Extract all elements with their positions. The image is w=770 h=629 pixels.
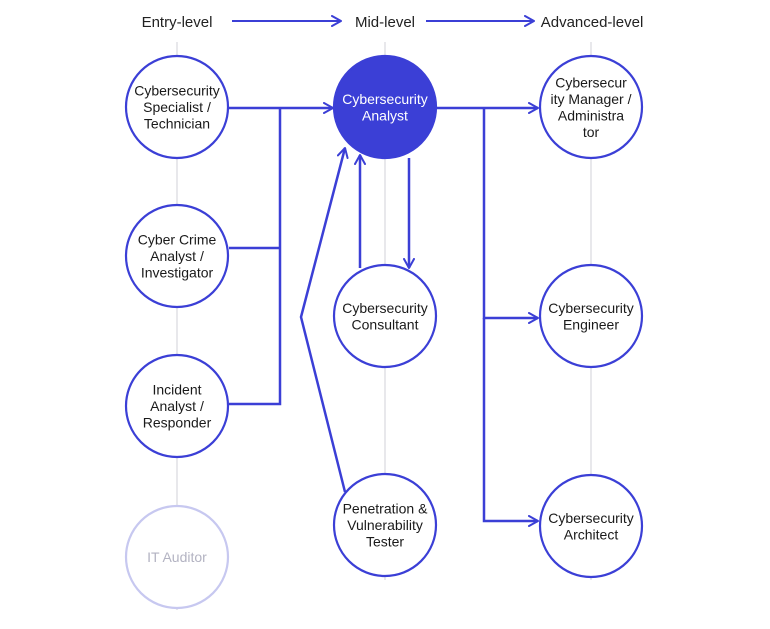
node-incident-label: Analyst / xyxy=(150,398,204,414)
node-engineer-label: Engineer xyxy=(563,316,619,332)
node-consultant-circle xyxy=(332,263,438,369)
level-headers: Entry-level Mid-level Advanced-level xyxy=(142,14,644,31)
header-entry-level: Entry-level xyxy=(142,14,213,31)
connector-pentester-to-analyst xyxy=(299,147,349,493)
node-incident-circle xyxy=(124,353,230,459)
node-auditor-circle xyxy=(124,504,230,610)
node-architect-label: Architect xyxy=(564,526,619,542)
node-crime-label: Investigator xyxy=(141,265,214,281)
node-specialist-circle xyxy=(124,54,230,160)
node-engineer-label: Cybersecurity xyxy=(548,300,634,316)
node-analyst-label: Analyst xyxy=(362,107,408,123)
node-architect-circle xyxy=(538,473,644,579)
node-specialist-label: Cybersecurity xyxy=(134,83,220,99)
node-crime-label: Cyber Crime xyxy=(138,232,217,248)
node-analyst-label: Cybersecurity xyxy=(342,91,428,107)
header-advanced-level: Advanced-level xyxy=(541,14,644,31)
node-specialist-label: Technician xyxy=(144,116,210,132)
node-analyst-circle xyxy=(332,54,438,160)
node-manager-circle xyxy=(538,54,644,160)
node-pentester-circle xyxy=(332,472,438,578)
node-specialist-label: Specialist / xyxy=(143,99,211,115)
node-manager-label: Cybersecur xyxy=(555,74,627,90)
node-architect-label: Cybersecurity xyxy=(548,510,634,526)
node-auditor-label: IT Auditor xyxy=(147,549,207,565)
node-manager-label: ity Manager / xyxy=(551,91,632,107)
node-incident-label: Incident xyxy=(152,382,201,398)
node-engineer-circle xyxy=(538,263,644,369)
node-consultant-label: Cybersecurity xyxy=(342,300,428,316)
node-manager-label: Administra xyxy=(558,107,624,123)
node-incident-label: Responder xyxy=(143,415,212,431)
node-crime-label: Analyst / xyxy=(150,248,204,264)
connector-analyst-to-architect xyxy=(482,318,539,527)
header-mid-level: Mid-level xyxy=(355,14,415,31)
node-consultant-label: Consultant xyxy=(352,316,419,332)
node-manager-label: tor xyxy=(583,124,600,140)
node-pentester-label: Penetration & xyxy=(343,501,428,517)
node-pentester-label: Vulnerability xyxy=(347,517,423,533)
connector-analyst-to-engineer xyxy=(482,108,539,324)
connectors xyxy=(229,102,539,527)
node-pentester-label: Tester xyxy=(366,534,404,550)
node-auditor: IT Auditor xyxy=(124,504,230,610)
connector-entry-merge xyxy=(229,108,282,406)
node-crime-circle xyxy=(124,203,230,309)
